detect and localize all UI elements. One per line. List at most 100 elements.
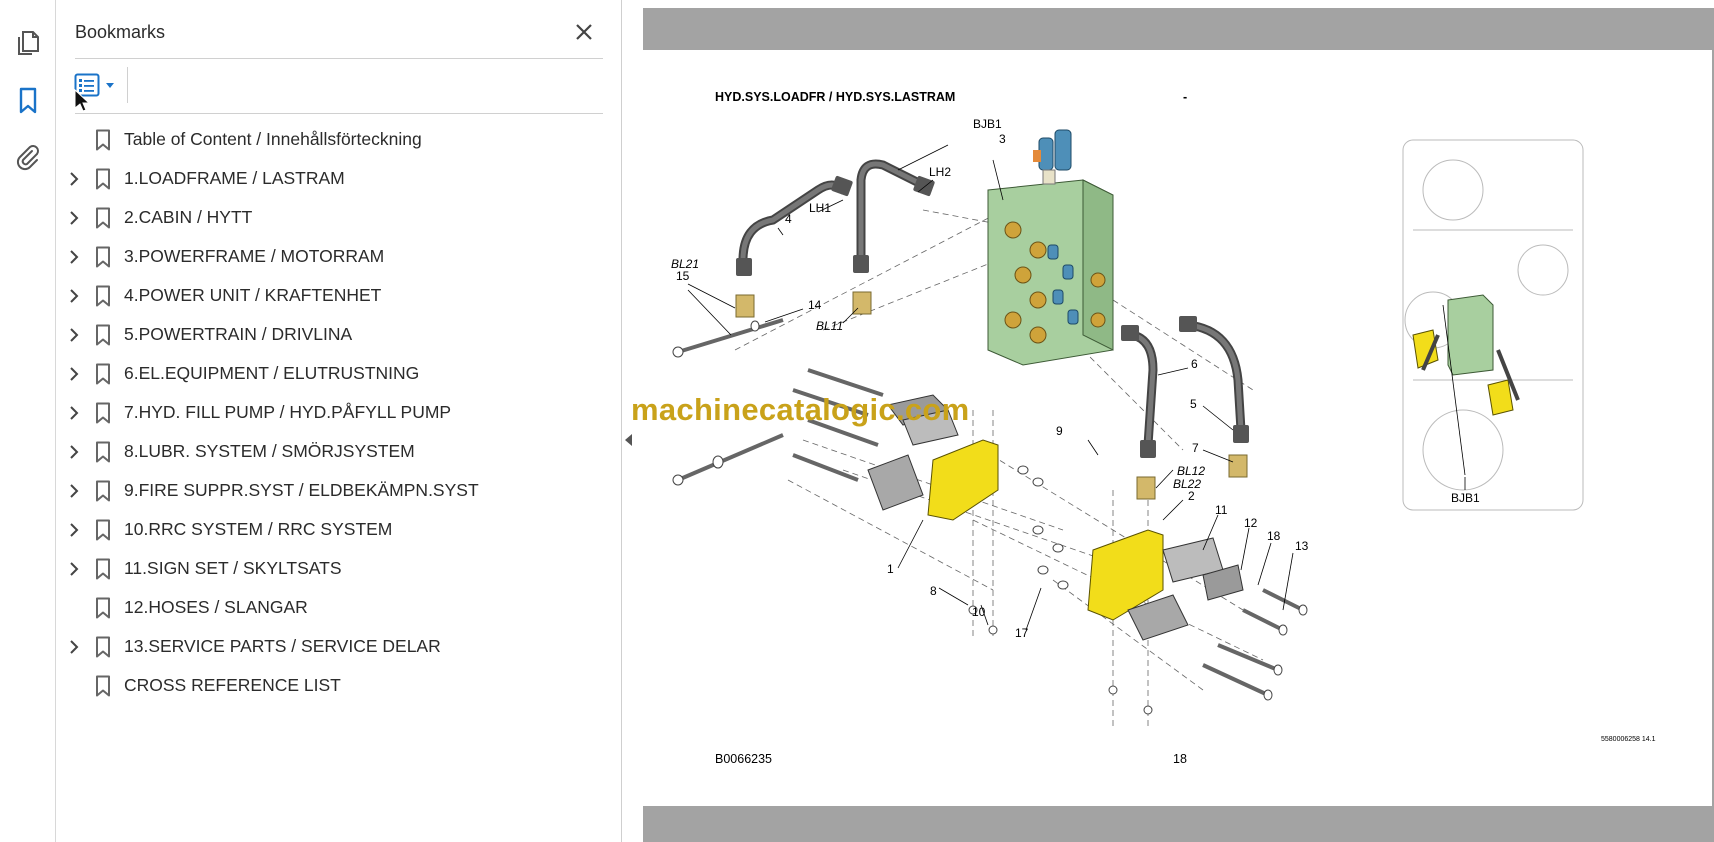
bookmark-item[interactable]: 7.HYD. FILL PUMP / HYD.PÅFYLL PUMP (56, 393, 621, 432)
bookmark-item-icon (96, 519, 110, 541)
callout-6: 6 (1191, 357, 1198, 371)
callout-bl22: BL22 (1173, 477, 1201, 491)
bookmark-options-button[interactable] (74, 70, 120, 100)
bookmark-item-icon (96, 129, 110, 151)
bookmarks-panel: Bookmarks Table of Content / Innehållsfö… (56, 0, 622, 842)
callout-9: 9 (1056, 424, 1063, 438)
bookmark-label: 5.POWERTRAIN / DRIVLINA (124, 324, 353, 344)
collapse-panel-handle[interactable] (623, 430, 635, 450)
callout-bl12: BL12 (1177, 464, 1205, 478)
divider (75, 58, 603, 59)
bookmark-item[interactable]: 5.POWERTRAIN / DRIVLINA (56, 315, 621, 354)
close-button[interactable] (570, 18, 598, 46)
bookmark-label: 10.RRC SYSTEM / RRC SYSTEM (124, 519, 393, 539)
bookmark-item-icon (96, 636, 110, 658)
bookmark-item-icon (96, 441, 110, 463)
toolbar-separator (127, 67, 128, 103)
mouse-cursor-icon (74, 88, 91, 118)
bookmark-item[interactable]: 1.LOADFRAME / LASTRAM (56, 159, 621, 198)
drawing-reference: 5580006258 14.1 (1601, 736, 1656, 743)
bookmark-label: 11.SIGN SET / SKYLTSATS (124, 558, 342, 578)
chevron-right-icon[interactable] (68, 289, 80, 303)
exploded-parts-diagram: 3 BJB1 LH2 LH1 4 BL21 15 14 BL11 6 5 7 B… (671, 117, 1584, 730)
bookmark-label: 2.CABIN / HYTT (124, 207, 253, 227)
bookmark-label: 7.HYD. FILL PUMP / HYD.PÅFYLL PUMP (124, 402, 452, 422)
figure-code: B0066235 (715, 752, 773, 766)
callout-10: 10 (972, 605, 986, 619)
bookmark-item[interactable]: 12.HOSES / SLANGAR (56, 588, 621, 627)
callout-8: 8 (930, 584, 937, 598)
callout-bjb1-thumb: BJB1 (1451, 491, 1480, 505)
bookmark-list: Table of Content / Innehållsförteckning 1… (56, 120, 621, 705)
bookmark-item-icon (96, 207, 110, 229)
bookmark-item[interactable]: 4.POWER UNIT / KRAFTENHET (56, 276, 621, 315)
callout-5: 5 (1190, 397, 1197, 411)
page-header: HYD.SYS.LOADFR / HYD.SYS.LASTRAM (715, 90, 956, 104)
bookmark-item[interactable]: 13.SERVICE PARTS / SERVICE DELAR (56, 627, 621, 666)
callout-15: 15 (676, 269, 690, 283)
triangle-left-icon (625, 434, 632, 446)
bookmark-label: 9.FIRE SUPPR.SYST / ELDBEKÄMPN.SYST (124, 480, 479, 500)
callout-13: 13 (1295, 539, 1309, 553)
bookmark-item[interactable]: 11.SIGN SET / SKYLTSATS (56, 549, 621, 588)
bookmark-item-icon (96, 324, 110, 346)
chevron-right-icon[interactable] (68, 406, 80, 420)
bookmark-item[interactable]: 2.CABIN / HYTT (56, 198, 621, 237)
bookmark-item[interactable]: 3.POWERFRAME / MOTORRAM (56, 237, 621, 276)
bookmark-item-icon (96, 285, 110, 307)
bookmark-item-icon (96, 558, 110, 580)
chevron-right-icon[interactable] (68, 328, 80, 342)
callout-bjb1: BJB1 (973, 117, 1002, 131)
callout-lh2: LH2 (929, 165, 951, 179)
bookmark-label: 4.POWER UNIT / KRAFTENHET (124, 285, 382, 305)
bookmark-label: 13.SERVICE PARTS / SERVICE DELAR (124, 636, 441, 656)
watermark-text: machinecatalogic.com (631, 392, 970, 427)
chevron-right-icon[interactable] (68, 250, 80, 264)
callout-3: 3 (999, 132, 1006, 146)
chevron-right-icon[interactable] (68, 640, 80, 654)
bookmark-item[interactable]: 9.FIRE SUPPR.SYST / ELDBEKÄMPN.SYST (56, 471, 621, 510)
callout-2: 2 (1188, 489, 1195, 503)
callout-bl21: BL21 (671, 257, 699, 271)
chevron-right-icon[interactable] (68, 484, 80, 498)
callout-bl11: BL11 (816, 319, 843, 333)
bookmark-item-icon (96, 168, 110, 190)
panel-title: Bookmarks (75, 22, 166, 42)
callout-lh1: LH1 (809, 201, 831, 215)
bookmark-item[interactable]: Table of Content / Innehållsförteckning (56, 120, 621, 159)
bookmark-item-icon (96, 675, 110, 697)
list-options-icon (74, 73, 100, 97)
chevron-right-icon[interactable] (68, 523, 80, 537)
chevron-right-icon[interactable] (68, 367, 80, 381)
document-page: HYD.SYS.LOADFR / HYD.SYS.LASTRAM - (643, 50, 1712, 806)
bookmark-item[interactable]: CROSS REFERENCE LIST (56, 666, 621, 705)
bookmark-label: 6.EL.EQUIPMENT / ELUTRUSTNING (124, 363, 420, 383)
bookmark-item-icon (96, 480, 110, 502)
bookmark-item-icon (96, 402, 110, 424)
bookmark-label: 8.LUBR. SYSTEM / SMÖRJSYSTEM (124, 441, 415, 461)
bookmark-item[interactable]: 10.RRC SYSTEM / RRC SYSTEM (56, 510, 621, 549)
bookmark-item-icon (96, 363, 110, 385)
page-header-dash: - (1183, 90, 1188, 104)
callout-12: 12 (1244, 516, 1258, 530)
chevron-right-icon[interactable] (68, 445, 80, 459)
callout-18: 18 (1267, 529, 1281, 543)
chevron-right-icon[interactable] (68, 211, 80, 225)
chevron-right-icon[interactable] (68, 172, 80, 186)
left-toolbar (0, 0, 56, 842)
paperclip-icon[interactable] (13, 143, 43, 173)
bookmark-label: 12.HOSES / SLANGAR (124, 597, 308, 617)
bookmark-item[interactable]: 8.LUBR. SYSTEM / SMÖRJSYSTEM (56, 432, 621, 471)
close-icon (576, 24, 592, 40)
callout-4: 4 (785, 212, 792, 226)
bookmark-item-icon (96, 246, 110, 268)
chevron-right-icon[interactable] (68, 562, 80, 576)
bookmark-icon[interactable] (13, 86, 43, 116)
bookmark-item[interactable]: 6.EL.EQUIPMENT / ELUTRUSTNING (56, 354, 621, 393)
callout-14: 14 (808, 298, 822, 312)
bookmark-label: Table of Content / Innehållsförteckning (124, 129, 422, 149)
page-number: 18 (1173, 752, 1187, 766)
pages-icon[interactable] (13, 28, 43, 58)
chevron-down-icon (106, 83, 114, 88)
callout-17: 17 (1015, 626, 1029, 640)
